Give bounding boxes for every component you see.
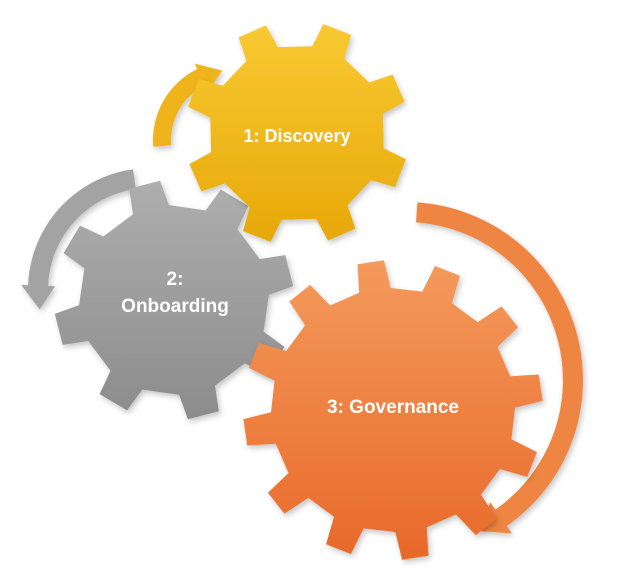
orange-arrow — [416, 202, 584, 534]
gray-arrow-shape — [21, 169, 136, 310]
gear-discovery-shape — [188, 24, 406, 242]
gear-discovery: 1: Discovery — [188, 24, 406, 242]
orange-arrow-shape — [416, 202, 584, 534]
gear-discovery-label: 1: Discovery — [243, 126, 350, 146]
gear-governance-shape — [243, 260, 543, 560]
gray-arrow — [21, 169, 136, 310]
gear-governance-label: 3: Governance — [327, 397, 459, 418]
gear-onboarding: 2: Onboarding — [54, 180, 294, 420]
gear-onboarding-shape — [54, 180, 294, 420]
gear-governance: 3: Governance — [243, 260, 543, 560]
gear-onboarding-label-line-2: Onboarding — [121, 296, 229, 317]
gear-onboarding-label-line-1: 2: — [167, 269, 184, 290]
